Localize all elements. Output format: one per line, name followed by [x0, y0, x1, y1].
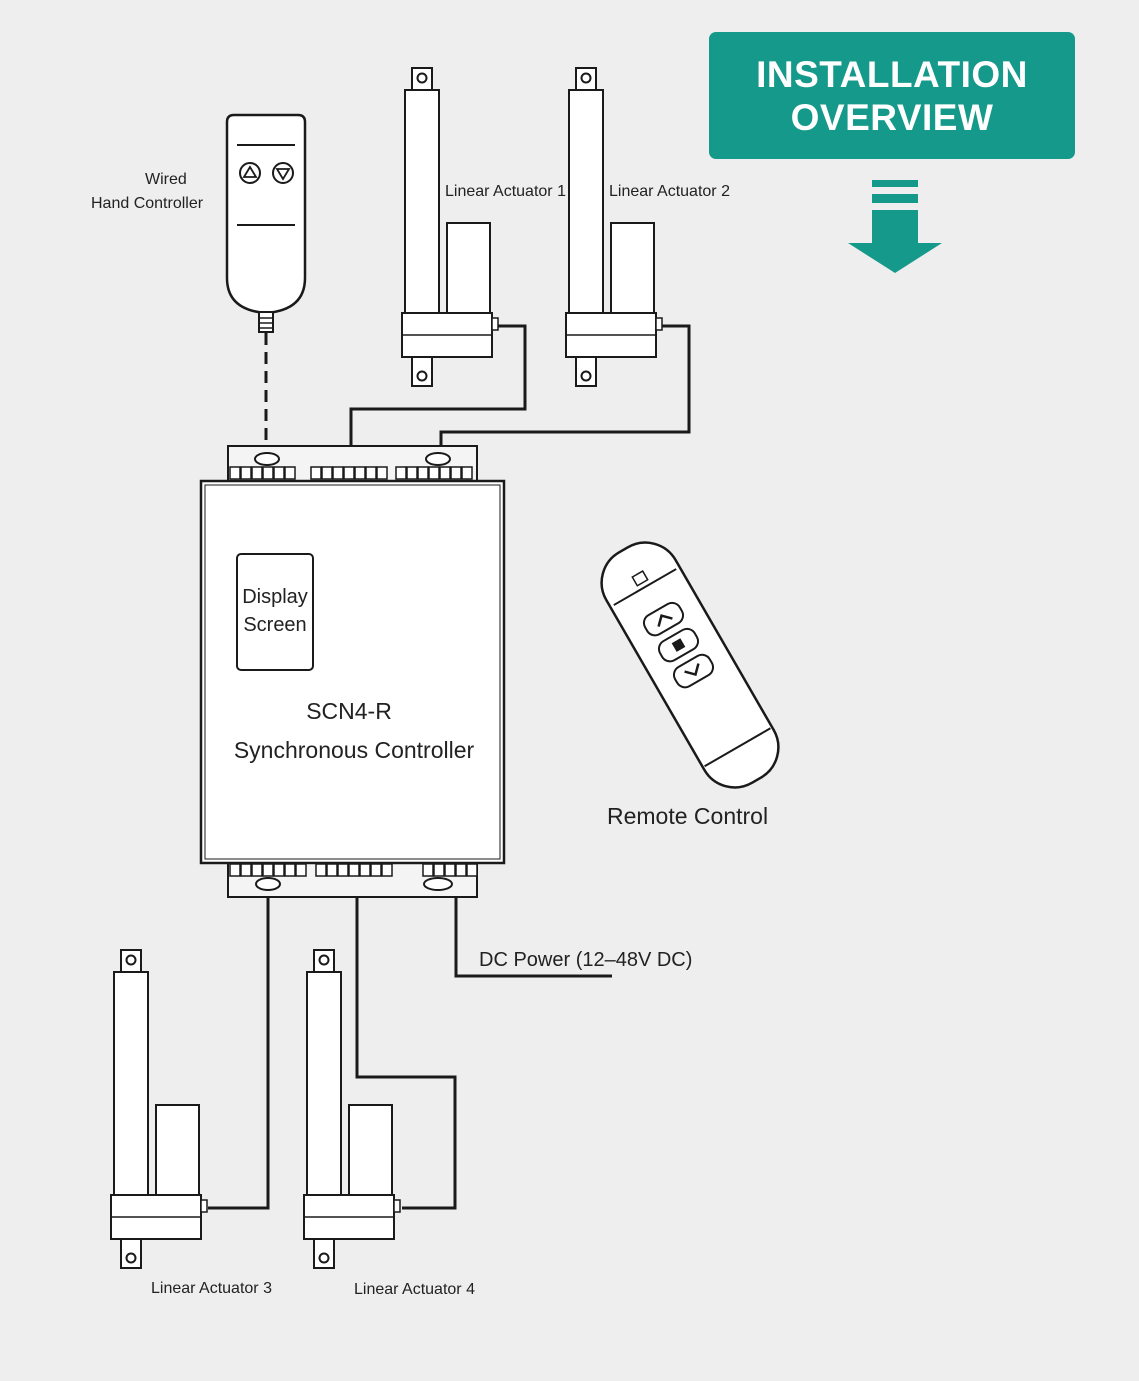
installation-overview-banner: INSTALLATION OVERVIEW — [709, 32, 1075, 159]
banner-line-2: OVERVIEW — [790, 96, 994, 138]
synchronous-controller — [199, 445, 506, 898]
controller-name-label: Synchronous Controller — [233, 737, 475, 763]
actuator-3-wire — [208, 880, 270, 1210]
actuator-3-label: Linear Actuator 3 — [151, 1280, 272, 1297]
wired-controller-label-line-2: Hand Controller — [91, 195, 204, 212]
chevron-down-icon — [672, 653, 715, 689]
actuator-1-label: Linear Actuator 1 — [445, 183, 566, 200]
linear-actuator-4 — [303, 949, 401, 1269]
banner-line-1: INSTALLATION — [756, 53, 1028, 95]
down-triangle-icon — [272, 162, 294, 184]
down-arrow-icon — [848, 180, 942, 273]
top-terminal-block — [229, 466, 473, 480]
display-screen-label-line-2: Screen — [243, 614, 307, 636]
linear-actuator-1 — [401, 67, 499, 387]
actuator-2-label: Linear Actuator 2 — [609, 183, 730, 200]
controller-model-label: SCN4-R — [306, 698, 392, 724]
bottom-terminal-block — [229, 863, 478, 877]
linear-actuator-3 — [110, 949, 208, 1269]
remote-control — [600, 541, 780, 789]
actuator-4-wire — [355, 877, 457, 1210]
dc-power-label: DC Power (12–48V DC) — [479, 949, 693, 971]
display-screen — [236, 553, 314, 671]
stop-square-icon — [657, 627, 700, 663]
actuators — [110, 67, 663, 1269]
actuator-2-wire — [439, 324, 691, 460]
up-triangle-icon — [239, 162, 261, 184]
linear-actuator-2 — [565, 67, 663, 387]
remote-control-label: Remote Control — [607, 803, 769, 829]
actuator-1-wire — [349, 324, 527, 463]
chevron-up-icon — [642, 601, 685, 637]
wired-hand-controller — [225, 113, 307, 333]
actuator-4-label: Linear Actuator 4 — [354, 1281, 475, 1298]
wires — [208, 324, 691, 1210]
dc-power-wire — [454, 882, 612, 978]
wired-controller-label-line-1: Wired — [145, 171, 187, 188]
display-screen-label-line-1: Display — [242, 586, 308, 608]
